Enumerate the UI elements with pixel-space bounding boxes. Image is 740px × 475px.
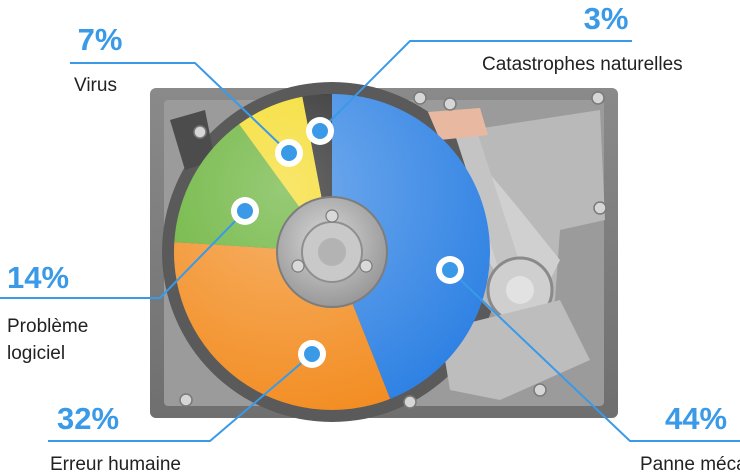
data-label-erreur-humaine: 32% [57, 401, 119, 436]
callout-line-erreur-humaine [48, 353, 313, 442]
category-label-catastrophes-naturelles: Catastrophes naturelles [482, 54, 683, 75]
category-label-virus: Virus [74, 75, 117, 96]
category-label-erreur-humaine: Erreur humaine [50, 454, 181, 475]
callout-line-catastrophes-naturelles [319, 40, 632, 132]
callout-line-probleme-logiciel [0, 210, 246, 299]
callout-marker-dot-erreur-humaine [304, 346, 320, 362]
category-label-probleme-logiciel-line-2: logiciel [7, 343, 65, 364]
data-label-probleme-logiciel: 14% [7, 260, 69, 295]
callout-line-virus [70, 62, 290, 154]
callout-marker-dot-probleme-logiciel [237, 203, 253, 219]
data-label-catastrophes-naturelles: 3% [584, 1, 629, 36]
callout-marker-dot-panne-mecanique [442, 262, 458, 278]
category-label-probleme-logiciel-line-1: Problème [7, 316, 88, 337]
callout-marker-dot-virus [281, 145, 297, 161]
data-label-panne-mecanique: 44% [665, 401, 727, 436]
category-label-panne-mecanique: Panne mécanique [640, 454, 740, 475]
callout-marker-dot-catastrophes-naturelles [312, 123, 328, 139]
spindle-hub [276, 196, 388, 308]
data-label-virus: 7% [78, 22, 123, 57]
callout-line-panne-mecanique [449, 269, 740, 442]
drive-pivot-center [506, 276, 534, 304]
